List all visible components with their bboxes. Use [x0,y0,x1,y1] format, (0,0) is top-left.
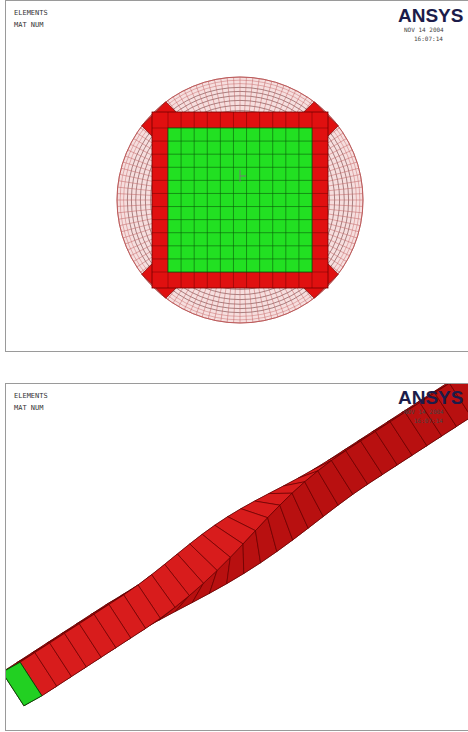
mesh-line [168,141,312,142]
software-logo: ANSYS [398,6,463,25]
cross-section-mesh [117,77,363,323]
plot-date: NOV 14 2004 [404,27,444,33]
mesh-line [168,232,312,233]
mesh-ring [145,105,334,294]
mesh-line [168,245,312,246]
mesh-line [285,128,286,272]
mesh-line [181,128,182,272]
square-core [168,128,312,272]
plot-time: 16:07:14 [414,36,443,42]
mesh-line [220,128,221,272]
mesh-line [233,128,234,272]
mesh-ring [131,91,348,308]
bar-face [464,384,468,407]
panel-frame [6,1,468,352]
mesh-line [168,258,312,259]
mesh-line [194,128,195,272]
plot-title: ELEMENTS [14,393,48,400]
mesh-line [246,128,247,272]
axis-triad [240,170,246,182]
software-logo: ANSYS [398,388,463,407]
mesh-line [168,167,312,168]
bar-face [94,605,131,648]
plot-subtitle: MAT NUM [14,22,44,29]
plot-date: NOV 14 2004 [404,409,444,415]
mesh-line [168,219,312,220]
bar-end-cap [6,662,42,706]
plot-subtitle: MAT NUM [14,405,44,412]
mesh-ring [140,100,339,299]
outer-circle [117,77,363,323]
mesh-ring [117,77,363,323]
mesh-line [168,193,312,194]
mesh-line [168,154,312,155]
plot-title: ELEMENTS [14,10,48,17]
mesh-ring [168,128,312,272]
mesh-line [298,128,299,272]
plot-time: 16:07:14 [414,418,443,424]
mesh-ring [162,122,318,278]
mesh-ring [127,87,352,312]
twisted-bar-mesh [6,384,468,706]
mesh-ring [136,96,345,305]
mesh-line [272,128,273,272]
mesh-line [168,206,312,207]
mesh-ring [151,111,330,290]
panel-frame [6,384,468,731]
mesh-ring [120,80,360,320]
mesh-ring [156,116,324,284]
square-frame [152,112,328,288]
mesh-line [207,128,208,272]
mesh-line [259,128,260,272]
mesh-ring [124,84,357,317]
